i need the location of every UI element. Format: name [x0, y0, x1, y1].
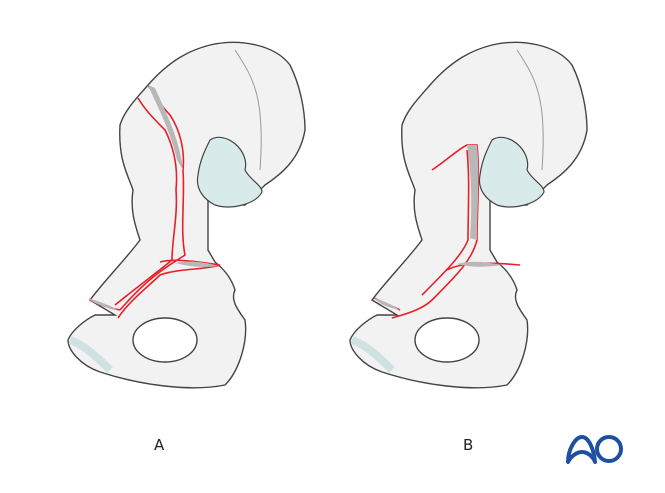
figure-label-a: A [154, 436, 165, 454]
fracture-gap-a [88, 85, 218, 310]
ao-logo [566, 435, 623, 464]
fracture-gap-b [374, 145, 502, 310]
bone-a [67, 41, 306, 389]
figure-label-b: B [463, 436, 474, 454]
